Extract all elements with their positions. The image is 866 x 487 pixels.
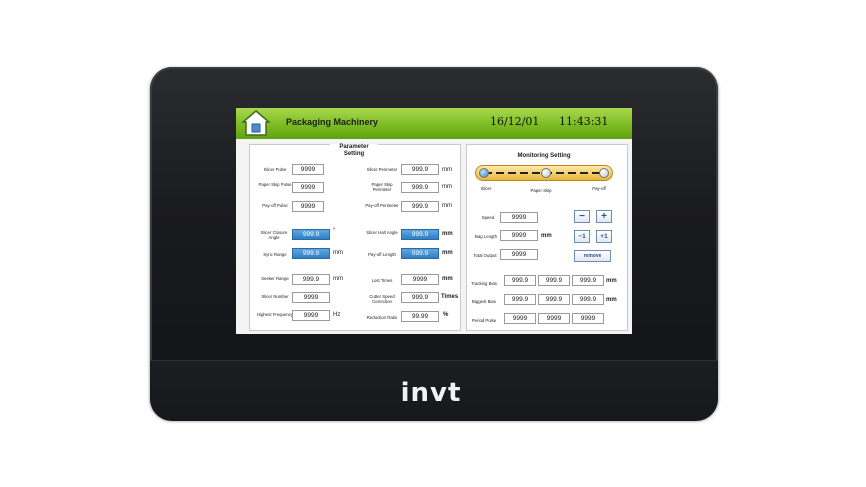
reduction-ratio-input[interactable]: 99.99 [401, 311, 439, 322]
slicer-pulse-input[interactable]: 9999 [292, 164, 324, 175]
total-output-label: Total Output [473, 253, 497, 258]
unit-label: mm [442, 276, 453, 282]
unit-label: mm [442, 184, 452, 190]
param-label: Cutter Speed Correction [369, 294, 395, 304]
monitoring-setting-title: Monitoring Setting [517, 153, 571, 159]
device-bezel-lower [150, 360, 718, 421]
param-label: Lost Times [371, 278, 393, 283]
title-bar: Packaging Machinery 16/12/01 11:43:31 [236, 108, 632, 139]
slicer-closure-angle-input[interactable]: 999.9 [292, 229, 330, 240]
biggest-bias-3[interactable]: 999.9 [572, 294, 604, 305]
parameter-setting-title: Parameter Setting [330, 144, 378, 158]
slicer-knob[interactable] [479, 168, 489, 178]
slicer-number-input[interactable]: 9999 [292, 292, 330, 303]
period-pulse-3[interactable]: 9999 [572, 313, 604, 324]
unit-label: Times [441, 294, 459, 300]
unit-label: Hz [333, 312, 341, 318]
bag-length-label: Bag Length [475, 234, 497, 239]
unit-label: mm [333, 276, 343, 282]
plus-button[interactable]: + [596, 210, 612, 223]
time-display: 11:43:31 [559, 115, 609, 128]
minus-one-button[interactable]: −1 [574, 230, 590, 243]
param-label: Slicer Halt Angle [366, 230, 398, 235]
home-icon[interactable] [242, 110, 270, 136]
param-label: Pay-off Length [368, 252, 396, 257]
sync-range-input[interactable]: 999.9 [292, 248, 330, 259]
param-label: Reduction Ratio [366, 315, 398, 320]
tracking-bias-2[interactable]: 999.9 [538, 275, 570, 286]
paper-skip-perimeter-input[interactable]: 999.9 [401, 182, 439, 193]
slicer-perimeter-input[interactable]: 999.9 [401, 164, 439, 175]
minus-button[interactable]: − [574, 210, 590, 223]
param-label: Sync Range [263, 252, 287, 257]
period-pulse-label: Period Pulse [471, 318, 497, 323]
param-label: Highest Frequency [256, 312, 294, 317]
pay-off-length-input[interactable]: 999.9 [401, 248, 439, 259]
param-label: Paper Skip Perimeter [371, 182, 393, 192]
pay-off-knob[interactable] [599, 168, 609, 178]
param-label: Slicer Closure Angle [260, 230, 288, 240]
position-slider[interactable] [475, 165, 613, 181]
date-display: 16/12/01 [490, 115, 540, 128]
remove-button[interactable]: remove [574, 250, 611, 262]
unit-label: mm [606, 278, 617, 284]
biggest-bias-label: Biggest Bias [472, 299, 496, 304]
tracking-bias-3[interactable]: 999.9 [572, 275, 604, 286]
seeker-range-input[interactable]: 999.9 [292, 274, 330, 285]
tracking-bias-1[interactable]: 999.9 [504, 275, 536, 286]
brand-logo: invt [400, 378, 462, 408]
unit-label: % [443, 312, 449, 318]
param-label: Pay-off Pulse [262, 203, 288, 208]
paper-skip-pulse-input[interactable]: 9999 [292, 182, 324, 193]
unit-label: mm [333, 250, 343, 256]
param-label: Slicer Perimeter [366, 167, 398, 172]
unit-label: mm [442, 250, 453, 256]
period-pulse-1[interactable]: 9999 [504, 313, 536, 324]
biggest-bias-1[interactable]: 999.9 [504, 294, 536, 305]
speed-label: Speed [481, 215, 495, 220]
cutter-speed-correction-input[interactable]: 999.9 [401, 292, 439, 303]
slicer-halt-angle-input[interactable]: 999.9 [401, 229, 439, 240]
param-label: Seeker Range [261, 276, 289, 281]
pay-off-pulse-input[interactable]: 9999 [292, 201, 324, 212]
unit-label: mm [442, 231, 453, 237]
hmi-screen: Packaging Machinery 16/12/01 11:43:31 Pa… [236, 108, 632, 334]
unit-label: mm [442, 167, 452, 173]
biggest-bias-2[interactable]: 999.9 [538, 294, 570, 305]
paper-skip-knob[interactable] [541, 168, 551, 178]
param-label: Slicer Number [261, 294, 289, 299]
plus-one-button[interactable]: +1 [596, 230, 612, 243]
pay-off-perimeter-input[interactable]: 999.9 [401, 201, 439, 212]
unit-label: mm [442, 203, 452, 209]
highest-frequency-input[interactable]: 9999 [292, 310, 330, 321]
param-label: Pay-off Perimeter [365, 203, 399, 208]
app-title: Packaging Machinery [286, 117, 379, 127]
period-pulse-2[interactable]: 9999 [538, 313, 570, 324]
lost-times-input[interactable]: 9999 [401, 274, 439, 285]
unit-label: mm [541, 233, 552, 239]
unit-label: mm [606, 297, 617, 303]
slider-label-paper-skip: Paper Skip [530, 188, 552, 193]
bag-length-input[interactable]: 9999 [500, 230, 538, 241]
tracking-bias-label: Tracking Bias [471, 281, 497, 286]
speed-input[interactable]: 9999 [500, 212, 538, 223]
param-label: Paper Skip Pulse [258, 182, 292, 187]
param-label: Slicer Pulse [263, 167, 287, 172]
unit-label: ° [333, 228, 336, 234]
slider-label-slicer: Slicer [480, 186, 492, 191]
slider-label-pay-off: Pay-off [592, 186, 606, 191]
total-output-input[interactable]: 9999 [500, 249, 538, 260]
